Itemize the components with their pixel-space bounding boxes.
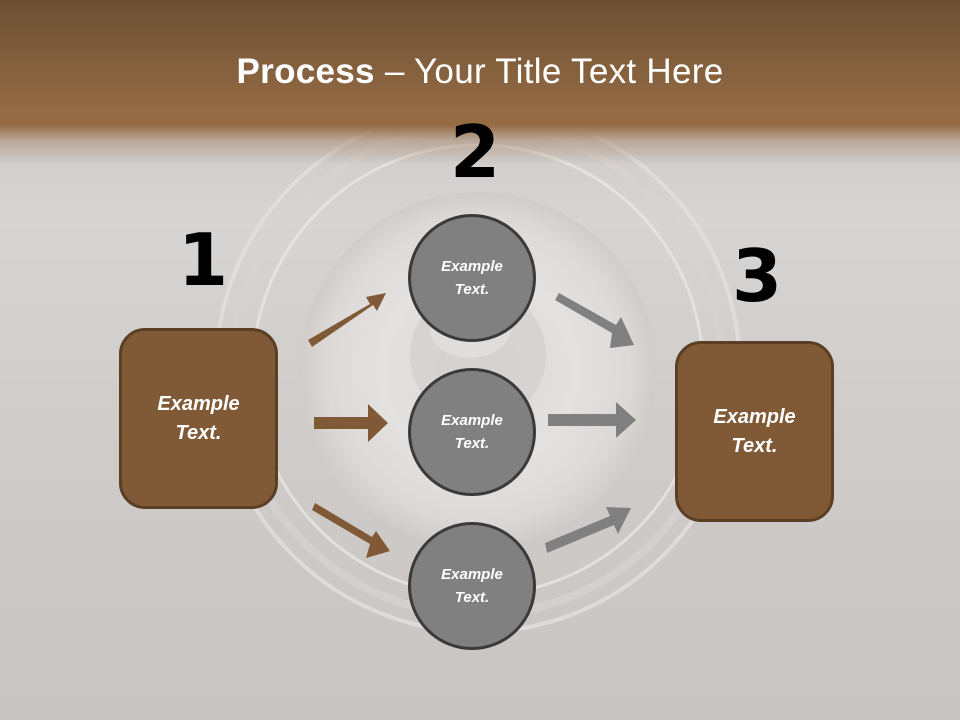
header-band <box>0 0 960 165</box>
arrow-gray-down-icon <box>555 293 634 348</box>
step-3-text: Example Text. <box>713 403 795 461</box>
title-bold: Process <box>236 52 375 91</box>
step-3-text-line1: Example <box>713 405 796 428</box>
step-number-1: 1 <box>178 218 229 302</box>
slide-title: Process – Your Title Text Here <box>0 52 960 92</box>
arrow-gray-right-icon <box>548 402 636 438</box>
step-2-circle-middle[interactable]: Example Text. <box>408 368 536 496</box>
circle-top-text: Example Text. <box>441 255 503 301</box>
step-3-box[interactable]: Example Text. <box>675 341 834 522</box>
circle-bottom-text: Example Text. <box>441 563 503 609</box>
step-2-circle-bottom[interactable]: Example Text. <box>408 522 536 650</box>
step-number-3: 3 <box>732 234 783 318</box>
step-number-2: 2 <box>450 110 501 194</box>
step-1-text: Example Text. <box>157 390 239 448</box>
step-1-text-line2: Text. <box>175 421 222 444</box>
circle-top-text-line2: Text. <box>454 281 490 298</box>
circle-bottom-text-line1: Example <box>441 566 503 583</box>
step-1-box[interactable]: Example Text. <box>119 328 278 509</box>
step-1-text-line1: Example <box>157 392 240 415</box>
arrow-brown-down-icon <box>312 503 390 558</box>
circle-middle-text: Example Text. <box>441 409 503 455</box>
step-3-text-line2: Text. <box>731 434 778 457</box>
arrow-brown-up-icon <box>308 293 386 347</box>
circle-middle-text-line1: Example <box>441 412 503 429</box>
circle-middle-text-line2: Text. <box>454 435 490 452</box>
step-2-circle-top[interactable]: Example Text. <box>408 214 536 342</box>
title-rest: – Your Title Text Here <box>374 52 724 91</box>
arrow-gray-up-icon <box>545 507 631 553</box>
arrow-brown-right-icon <box>314 404 388 442</box>
circle-bottom-text-line2: Text. <box>454 589 490 606</box>
circle-top-text-line1: Example <box>441 258 503 275</box>
